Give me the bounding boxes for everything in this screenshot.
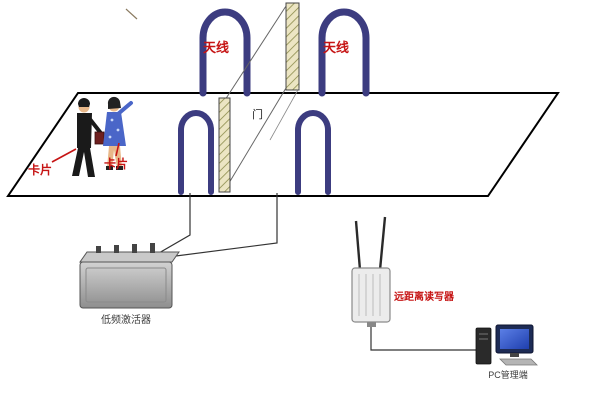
dress-dot xyxy=(108,135,112,139)
man-legs xyxy=(72,148,95,177)
floor-plane xyxy=(6,92,560,197)
woman-shoe xyxy=(116,166,123,170)
dress-dot xyxy=(116,128,120,132)
activator-label: 低频激活器 xyxy=(101,313,151,326)
reader-antenna-rod xyxy=(354,220,362,271)
antenna-arch-right xyxy=(318,8,370,97)
person-woman xyxy=(103,96,133,170)
reader-label: 远距离读写器 xyxy=(394,290,455,303)
card-label-2: 卡片 xyxy=(104,156,128,171)
pc-tower xyxy=(475,327,492,365)
pc-workstation xyxy=(475,324,538,366)
man-briefcase xyxy=(94,131,105,145)
woman-legs xyxy=(107,146,122,168)
pc-screen xyxy=(500,329,529,349)
activator-connector xyxy=(96,246,101,253)
antenna-right-label: 天线 xyxy=(323,40,349,55)
pc-monitor-stand xyxy=(510,353,519,357)
door-lower-panel xyxy=(218,97,231,193)
card-label-1: 卡片 xyxy=(28,162,52,177)
activator-connector xyxy=(114,245,119,253)
decorative-mark xyxy=(125,8,138,20)
man-body xyxy=(77,113,92,148)
activator-top-face xyxy=(79,251,180,263)
antenna-arch-left xyxy=(199,8,251,97)
activator-front-face xyxy=(79,261,173,309)
woman-hair xyxy=(107,96,121,109)
activator-device xyxy=(79,243,180,309)
activator-connector xyxy=(132,244,137,253)
activator-panel-line xyxy=(85,267,167,303)
door-frame-line xyxy=(269,87,300,141)
person-man xyxy=(72,98,105,177)
reader-port xyxy=(367,322,376,327)
card-pointer-line-2 xyxy=(115,142,120,157)
man-hair xyxy=(78,98,90,107)
reader-antenna-rod xyxy=(378,216,387,271)
pc-keyboard xyxy=(499,358,538,366)
floor-arch-right xyxy=(295,110,331,195)
door-upper-panel xyxy=(285,2,300,91)
door-frame-line xyxy=(224,5,287,101)
man-arm xyxy=(87,116,102,134)
pc-label: PC管理端 xyxy=(488,369,528,380)
door-frame-line xyxy=(225,87,287,189)
card-pointer-line-1 xyxy=(51,148,77,163)
floor-arch-left xyxy=(178,110,214,195)
door-label: 门 xyxy=(252,107,263,121)
wire-door-to-activator xyxy=(167,193,278,258)
wire-reader-to-pc xyxy=(370,327,476,351)
activator-connector xyxy=(150,243,155,253)
dress-dot xyxy=(110,118,114,122)
reader-body xyxy=(351,267,391,323)
reader-device xyxy=(351,216,391,327)
antenna-left-label: 天线 xyxy=(203,40,229,55)
woman-shoe xyxy=(106,166,113,170)
wire-left-gate-to-activator xyxy=(151,193,191,258)
